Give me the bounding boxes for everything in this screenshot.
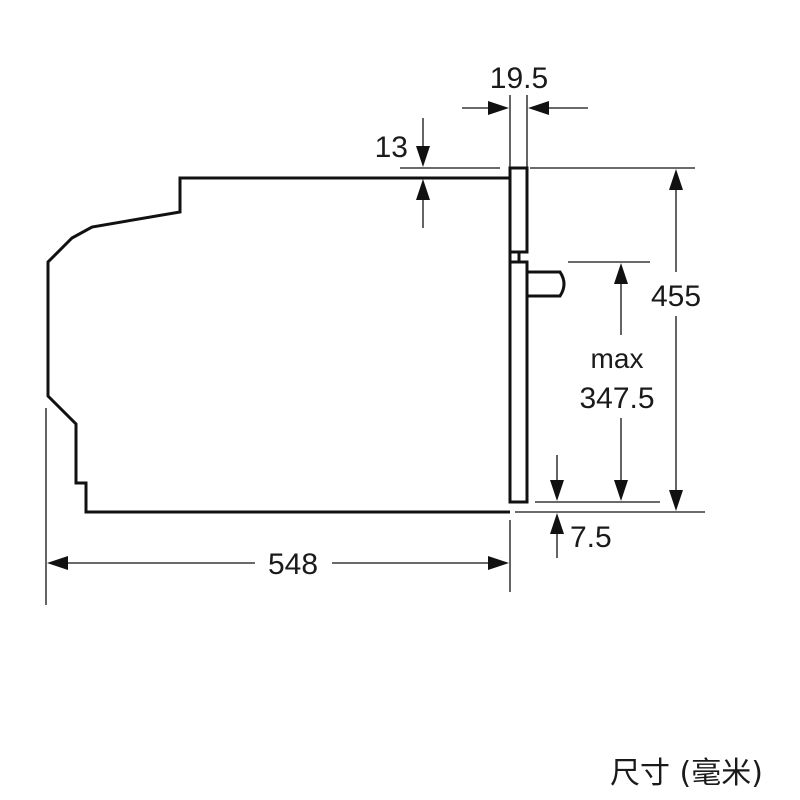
dim-13-bottom-arrow: [416, 179, 430, 200]
appliance-body-outline: [46, 176, 510, 514]
dim-455-bottom-arrow: [669, 490, 683, 511]
dim-7-5-top-arrow: [550, 480, 564, 501]
door-handle: [527, 270, 566, 298]
door-connector: [508, 250, 521, 264]
dim-455-label-bg: [640, 272, 712, 316]
door-panel-lower: [508, 260, 529, 504]
dim-13-label: 13: [375, 131, 408, 164]
dim-347-5-top-arrow: [614, 263, 628, 284]
dim-347-5-bottom-arrow: [614, 480, 628, 501]
dim-548-left-arrow: [47, 556, 68, 570]
dim-548-label: 548: [268, 548, 318, 581]
dim-455-top-arrow: [669, 169, 683, 190]
dim-13-top-arrow: [416, 146, 430, 167]
dim-7-5-label: 7.5: [570, 521, 612, 554]
door-panel-upper: [508, 166, 529, 254]
dim-347-5-label: 347.5: [579, 382, 654, 415]
dim-max-label: max: [591, 343, 644, 374]
dim-455-label: 455: [651, 280, 701, 313]
dim-19-5-label: 19.5: [490, 62, 548, 95]
dim-19-5-left-arrow: [488, 101, 509, 115]
units-caption: 尺寸 (毫米): [610, 756, 763, 791]
dim-7-5-bottom-arrow: [550, 513, 564, 534]
dim-548-right-arrow: [488, 556, 509, 570]
dim-19-5-right-arrow: [528, 101, 549, 115]
